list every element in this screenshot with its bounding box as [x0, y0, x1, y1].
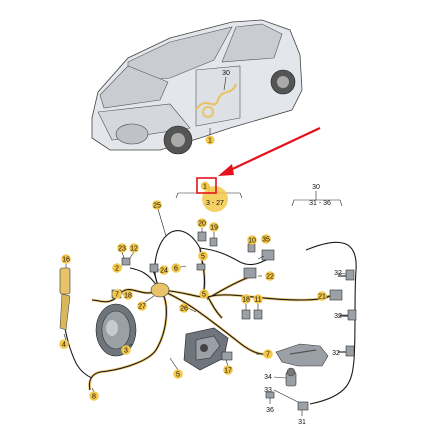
callout-35: 35: [262, 237, 270, 244]
callout-19: 19: [210, 225, 218, 232]
callout-bubbles: [59, 200, 327, 401]
loudspeaker: [95, 303, 137, 357]
callout-1: 1: [203, 184, 207, 191]
callout-10: 10: [248, 238, 256, 245]
connector-10: [247, 243, 256, 253]
connector-23: [121, 257, 131, 266]
callout-26: 26: [180, 306, 188, 313]
callout-5-middle: 5: [202, 292, 206, 299]
range-label-31-36: 31 - 36: [309, 200, 331, 207]
callout-31: 31: [298, 419, 306, 426]
callout-4: 4: [62, 342, 66, 349]
callout-20: 20: [198, 221, 206, 228]
door-handle: [275, 343, 329, 367]
callout-34: 34: [264, 374, 272, 381]
lock-cylinder: [285, 367, 297, 387]
callout-7-right: 7: [266, 352, 270, 359]
callout-8: 8: [92, 394, 96, 401]
connector-35: [261, 249, 275, 261]
car-overview: [91, 19, 303, 155]
callout-18-right: 18: [242, 297, 250, 304]
connector-22: [243, 267, 257, 279]
connector-24: [149, 263, 159, 273]
highlight-frame: [196, 177, 217, 194]
connector-32b: [347, 309, 357, 321]
callout-16: 16: [62, 257, 70, 264]
connector-17: [221, 351, 233, 361]
connector-20: [197, 231, 207, 242]
callout-3: 3: [124, 348, 128, 355]
callout-27: 27: [138, 304, 146, 311]
callout-23: 23: [118, 246, 126, 253]
callout-32-middle: 32: [334, 313, 342, 320]
callout-18-left: 18: [124, 293, 132, 300]
connector-18b: [241, 309, 251, 320]
clip-33: [297, 401, 309, 411]
grommet-27: [150, 282, 170, 298]
callout-33: 33: [264, 387, 272, 394]
callout-17: 17: [224, 368, 232, 375]
callout-5-lower: 5: [176, 372, 180, 379]
callout-11: 11: [254, 297, 261, 304]
callout-1-car: 1: [208, 138, 212, 145]
callout-2: 2: [115, 266, 119, 273]
window-regulator-motor: [183, 327, 229, 371]
range-label-3-27: 3 - 27: [206, 200, 224, 207]
callout-25: 25: [153, 203, 161, 210]
connector-32c: [345, 345, 355, 357]
callout-24: 24: [160, 268, 168, 275]
callout-7-left: 7: [115, 292, 119, 299]
pointer-arrow: [218, 127, 321, 176]
door-contact-16: [59, 267, 71, 331]
callout-12: 12: [130, 246, 138, 253]
connector-11: [253, 309, 263, 320]
callout-30-car: 30: [222, 70, 230, 77]
clip-5-upper: [196, 263, 206, 271]
callout-22: 22: [266, 274, 274, 281]
callout-21: 21: [318, 294, 326, 301]
callout-30: 30: [312, 184, 320, 191]
callout-36: 36: [266, 407, 274, 414]
callout-32-bottom: 32: [332, 350, 340, 357]
callout-32-top: 32: [334, 270, 342, 277]
callout-5-upper: 5: [201, 254, 205, 261]
connector-32a: [345, 269, 355, 281]
connector-19: [209, 237, 218, 247]
callout-6: 6: [174, 266, 178, 273]
connector-21: [329, 289, 343, 301]
